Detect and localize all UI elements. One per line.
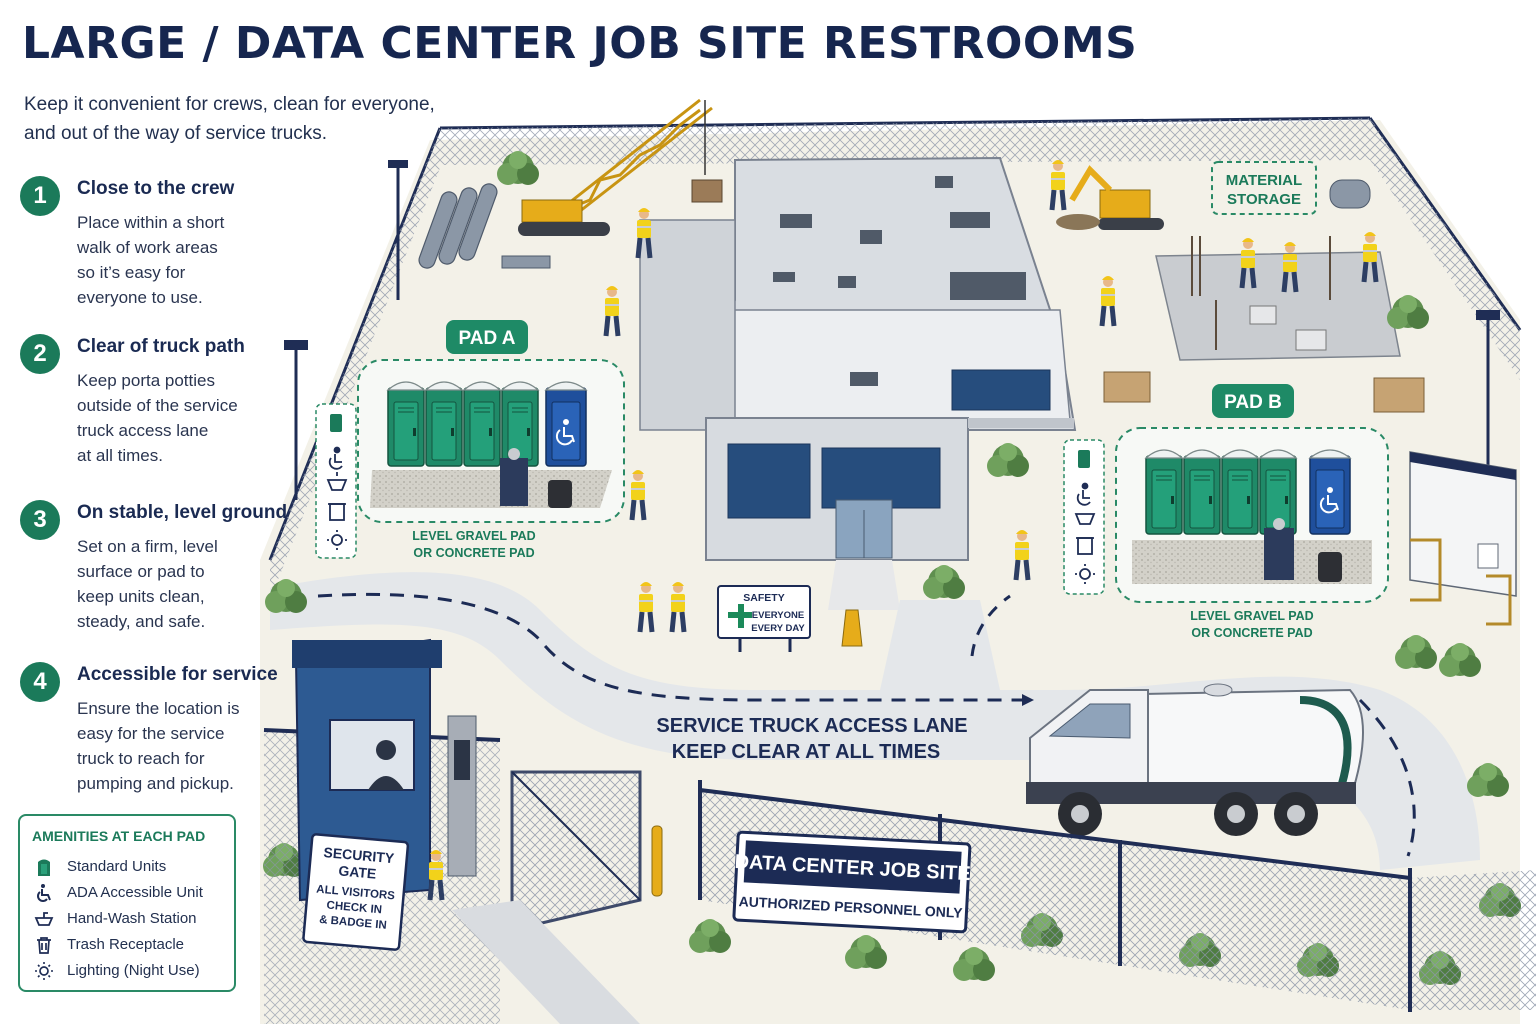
site-sign: DATA CENTER JOB SITE AUTHORIZED PERSONNE… bbox=[732, 830, 972, 934]
pad-b-label: PAD B bbox=[1224, 392, 1282, 413]
step-2-body: Keep porta potties outside of the servic… bbox=[77, 368, 287, 468]
safety-sign-line2: EVERY DAY bbox=[751, 623, 805, 634]
step-1-line: so it’s easy for bbox=[77, 263, 186, 282]
pad-a-caption-1: LEVEL GRAVEL PAD bbox=[412, 529, 535, 543]
page-title: LARGE / DATA CENTER JOB SITE RESTROOMS bbox=[22, 18, 1138, 69]
safety-sign-line1: EVERYONE bbox=[752, 610, 804, 621]
subtitle-line2: and out of the way of service trucks. bbox=[24, 123, 328, 144]
step-4-heading: Accessible for service bbox=[77, 664, 278, 685]
step-4-line: pumping and pickup. bbox=[77, 774, 234, 793]
step-4-line: truck to reach for bbox=[77, 749, 205, 768]
step-3-number: 3 bbox=[20, 500, 60, 540]
amenity-trash: Trash Receptacle bbox=[34, 934, 234, 956]
trash-icon bbox=[37, 937, 51, 954]
wheelchair-icon bbox=[37, 884, 51, 902]
step-3-line: steady, and safe. bbox=[77, 612, 206, 631]
step-1-body: Place within a short walk of work areas … bbox=[77, 210, 287, 310]
step-1-number: 1 bbox=[20, 176, 60, 216]
amenity-lighting: Lighting (Night Use) bbox=[34, 960, 234, 982]
lane-text-line1: SERVICE TRUCK ACCESS LANE bbox=[656, 715, 967, 737]
pad-a-caption-2: OR CONCRETE PAD bbox=[413, 546, 534, 560]
security-sign-line2: GATE bbox=[338, 862, 377, 881]
amenity-label: Trash Receptacle bbox=[67, 936, 184, 953]
sink-icon bbox=[34, 912, 54, 926]
amenity-ada-unit: ADA Accessible Unit bbox=[34, 882, 234, 904]
step-3-line: keep units clean, bbox=[77, 587, 205, 606]
pad-a-tag: PAD A bbox=[446, 320, 528, 354]
amenity-label: Standard Units bbox=[67, 858, 167, 875]
step-2-line: Keep porta potties bbox=[77, 371, 215, 390]
step-1-line: everyone to use. bbox=[77, 288, 203, 307]
step-2-heading: Clear of truck path bbox=[77, 336, 245, 357]
security-sign: SECURITY GATE ALL VISITORS CHECK IN & BA… bbox=[302, 833, 410, 951]
safety-sign-title: SAFETY bbox=[743, 592, 784, 604]
page-subtitle: Keep it convenient for crews, clean for … bbox=[24, 90, 464, 148]
amenities-legend: AMENITIES AT EACH PAD Standard Units ADA… bbox=[18, 814, 236, 992]
step-1-heading: Close to the crew bbox=[77, 178, 235, 199]
amenity-label: Lighting (Night Use) bbox=[67, 962, 200, 979]
service-truck bbox=[1026, 683, 1364, 836]
pad-a-label: PAD A bbox=[459, 328, 516, 349]
porta-potty-icon bbox=[38, 859, 50, 876]
step-4-body: Ensure the location is easy for the serv… bbox=[77, 696, 287, 796]
pad-b-caption-2: OR CONCRETE PAD bbox=[1191, 626, 1312, 640]
security-sign-line1: SECURITY bbox=[323, 844, 396, 866]
step-2-number: 2 bbox=[20, 334, 60, 374]
amenity-standard-units: Standard Units bbox=[34, 856, 234, 878]
amenity-label: ADA Accessible Unit bbox=[67, 884, 203, 901]
security-sign-line5: & BADGE IN bbox=[319, 914, 388, 932]
step-4-number: 4 bbox=[20, 662, 60, 702]
step-1-line: walk of work areas bbox=[77, 238, 218, 257]
amenity-hand-wash: Hand-Wash Station bbox=[34, 908, 234, 930]
step-2-line: at all times. bbox=[77, 446, 163, 465]
step-1-line: Place within a short bbox=[77, 213, 225, 232]
light-icon bbox=[35, 962, 53, 980]
step-3-line: Set on a firm, level bbox=[77, 537, 218, 556]
step-3-heading: On stable, level ground bbox=[77, 502, 288, 523]
security-sign-line4: CHECK IN bbox=[326, 900, 382, 917]
step-3-body: Set on a firm, level surface or pad to k… bbox=[77, 534, 287, 634]
step-2-line: outside of the service bbox=[77, 396, 238, 415]
step-2-line: truck access lane bbox=[77, 421, 209, 440]
step-3-line: surface or pad to bbox=[77, 562, 205, 581]
lane-text-line2: KEEP CLEAR AT ALL TIMES bbox=[672, 741, 941, 763]
step-4-line: easy for the service bbox=[77, 724, 225, 743]
material-storage-line1: MATERIAL bbox=[1226, 172, 1302, 189]
pad-b-tag: PAD B bbox=[1212, 384, 1294, 418]
amenities-title: AMENITIES AT EACH PAD bbox=[32, 828, 206, 844]
material-storage-line2: STORAGE bbox=[1227, 191, 1301, 208]
step-4-line: Ensure the location is bbox=[77, 699, 240, 718]
pad-b-caption-1: LEVEL GRAVEL PAD bbox=[1190, 609, 1313, 623]
amenity-label: Hand-Wash Station bbox=[67, 910, 197, 927]
subtitle-line1: Keep it convenient for crews, clean for … bbox=[24, 94, 435, 115]
safety-sign: SAFETY EVERYONE EVERY DAY bbox=[717, 585, 811, 652]
